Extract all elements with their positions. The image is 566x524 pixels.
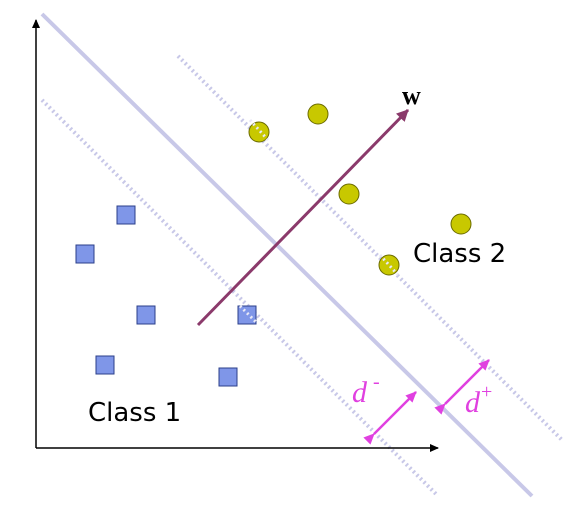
class1-point: [75, 244, 95, 264]
d-plus-label: d+: [465, 381, 492, 419]
margin-boundary-lower: [40, 98, 440, 498]
class1-point: [218, 367, 238, 387]
class2-point: [307, 103, 329, 125]
class2-label: Class 2: [413, 239, 506, 269]
weight-vector-arrow: [196, 108, 410, 327]
class2-point: [338, 183, 360, 205]
d-minus-base: d: [352, 376, 368, 409]
decision-hyperplane: [40, 12, 534, 498]
d-minus-label: d-: [352, 371, 380, 409]
class1-label: Class 1: [88, 398, 181, 428]
class1-point: [136, 305, 156, 325]
d-plus-arrow: [434, 359, 490, 415]
d-plus-base: d: [465, 386, 481, 419]
d-minus-arrow: [363, 391, 417, 445]
d-plus-sup: +: [481, 381, 492, 403]
weight-vector-label: w: [402, 81, 421, 110]
class2-point: [378, 254, 400, 276]
support-vector-overlay: [238, 304, 258, 324]
class2-point: [248, 121, 270, 143]
class1-point: [95, 355, 115, 375]
class1-points: [75, 205, 257, 387]
d-minus-sup: -: [373, 371, 380, 393]
class2-point: [450, 213, 472, 235]
class1-point: [116, 205, 136, 225]
margin-boundary-upper: [176, 54, 564, 442]
